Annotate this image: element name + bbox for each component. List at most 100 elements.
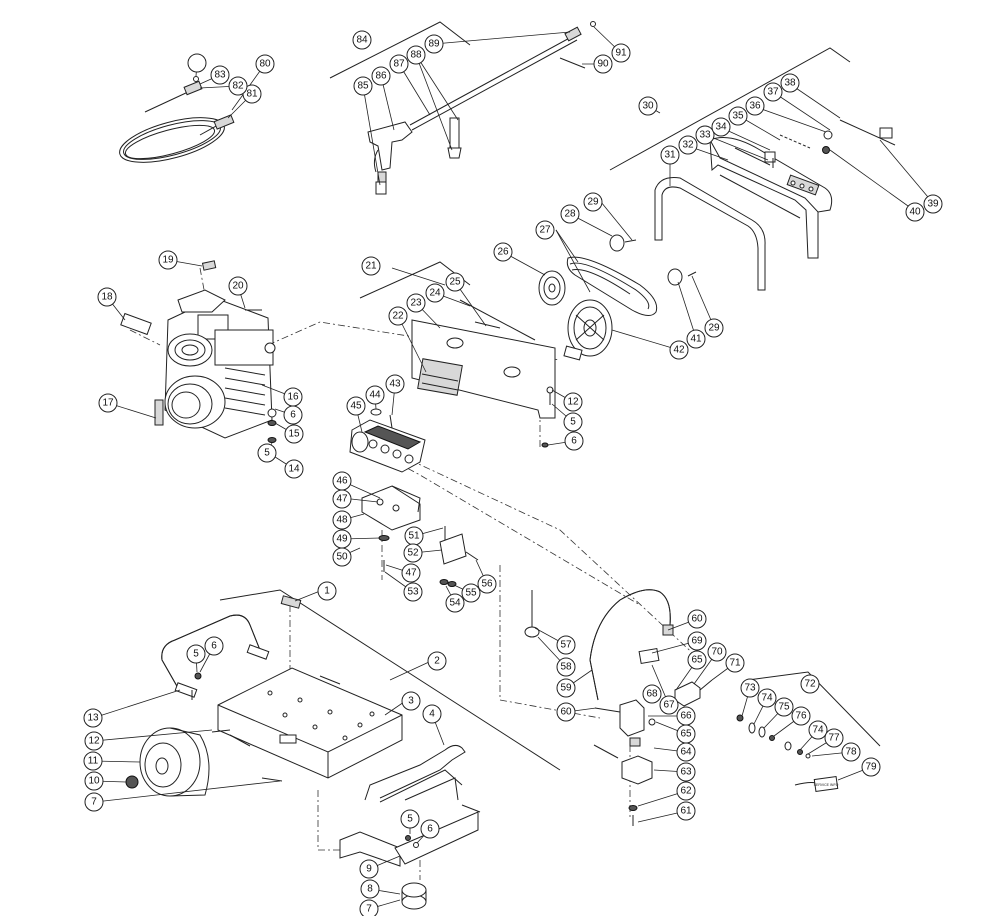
- svg-text:53: 53: [407, 587, 419, 598]
- svg-text:74: 74: [761, 693, 773, 704]
- svg-text:65: 65: [680, 729, 692, 740]
- svg-text:89: 89: [428, 39, 440, 50]
- callout-73: 73: [740, 678, 760, 698]
- svg-text:56: 56: [481, 579, 493, 590]
- svg-text:6: 6: [290, 410, 296, 421]
- svg-text:32: 32: [682, 140, 694, 151]
- callout-3: 3: [401, 691, 421, 711]
- callout-48: 48: [332, 510, 352, 530]
- callout-54: 54: [445, 593, 465, 613]
- svg-text:84: 84: [356, 35, 368, 46]
- svg-text:7: 7: [91, 797, 97, 808]
- svg-text:19: 19: [162, 255, 174, 266]
- callout-15: 15: [284, 424, 304, 444]
- callout-86: 86: [371, 66, 391, 86]
- callout-58: 58: [556, 657, 576, 677]
- callout-19: 19: [158, 250, 178, 270]
- svg-text:5: 5: [264, 448, 270, 459]
- callout-24: 24: [425, 283, 445, 303]
- svg-text:3: 3: [408, 696, 414, 707]
- svg-text:70: 70: [711, 647, 723, 658]
- svg-text:35: 35: [732, 111, 744, 122]
- svg-text:5: 5: [407, 814, 413, 825]
- callout-57: 57: [556, 635, 576, 655]
- callout-35: 35: [728, 106, 748, 126]
- callout-85: 85: [353, 76, 373, 96]
- svg-text:57: 57: [560, 640, 572, 651]
- callout-63: 63: [676, 762, 696, 782]
- svg-text:82: 82: [232, 81, 244, 92]
- callout-27: 27: [535, 220, 555, 240]
- callout-64: 64: [676, 742, 696, 762]
- callout-60: 60: [687, 609, 707, 629]
- svg-text:38: 38: [784, 78, 796, 89]
- svg-text:87: 87: [393, 59, 405, 70]
- svg-text:29: 29: [708, 323, 720, 334]
- callout-51: 51: [404, 526, 424, 546]
- svg-text:2: 2: [434, 656, 440, 667]
- callout-26: 26: [493, 242, 513, 262]
- svg-text:83: 83: [214, 70, 226, 81]
- mounting-plate: [411, 299, 583, 448]
- svg-text:23: 23: [410, 298, 422, 309]
- svg-text:68: 68: [646, 689, 658, 700]
- svg-text:28: 28: [564, 209, 576, 220]
- callout-47: 47: [332, 489, 352, 509]
- callout-2: 2: [427, 651, 447, 671]
- callout-29: 29: [704, 318, 724, 338]
- callout-31: 31: [660, 145, 680, 165]
- svg-text:6: 6: [427, 824, 433, 835]
- svg-text:31: 31: [664, 150, 676, 161]
- callout-5: 5: [257, 443, 277, 463]
- svg-text:60: 60: [691, 614, 703, 625]
- callout-32: 32: [678, 135, 698, 155]
- svg-text:9: 9: [366, 864, 372, 875]
- svg-text:61: 61: [680, 806, 692, 817]
- leader-lines: [92, 26, 934, 910]
- svg-text:21: 21: [365, 261, 377, 272]
- svg-text:59: 59: [560, 683, 572, 694]
- svg-text:34: 34: [715, 122, 727, 133]
- svg-text:11: 11: [88, 756, 99, 767]
- callout-50: 50: [332, 547, 352, 567]
- callout-33: 33: [695, 125, 715, 145]
- callout-67: 67: [659, 695, 679, 715]
- callout-23: 23: [406, 293, 426, 313]
- callout-79: 79: [861, 757, 881, 777]
- callout-45: 45: [346, 396, 366, 416]
- svg-text:18: 18: [101, 292, 113, 303]
- callout-29: 29: [583, 192, 603, 212]
- callouts: 1 2 3 4 5 5 5 5 6 6 6 6 7 7 7 8 9 10 11 …: [83, 30, 943, 916]
- svg-text:47: 47: [405, 568, 417, 579]
- svg-text:40: 40: [909, 207, 921, 218]
- svg-text:50: 50: [336, 552, 348, 563]
- callout-78: 78: [841, 742, 861, 762]
- callout-16: 16: [283, 387, 303, 407]
- callout-34: 34: [711, 117, 731, 137]
- svg-text:37: 37: [767, 87, 779, 98]
- svg-text:58: 58: [560, 662, 572, 673]
- callout-38: 38: [780, 73, 800, 93]
- spray-gun-and-wand: [367, 21, 596, 195]
- callout-65: 65: [676, 724, 696, 744]
- svg-text:25: 25: [449, 277, 461, 288]
- callout-11: 11: [83, 751, 103, 771]
- callout-12: 12: [84, 731, 104, 751]
- callout-14: 14: [284, 459, 304, 479]
- callout-7: 7: [84, 792, 104, 812]
- callout-18: 18: [97, 287, 117, 307]
- callout-46: 46: [332, 471, 352, 491]
- handle-and-foot: [339, 744, 481, 910]
- callout-83: 83: [210, 65, 230, 85]
- svg-text:54: 54: [449, 598, 461, 609]
- svg-text:91: 91: [615, 48, 627, 59]
- svg-text:62: 62: [680, 786, 692, 797]
- svg-text:45: 45: [350, 401, 362, 412]
- svg-text:85: 85: [357, 81, 369, 92]
- svg-text:10: 10: [88, 776, 100, 787]
- callout-61: 61: [676, 801, 696, 821]
- svg-text:17: 17: [102, 398, 114, 409]
- svg-text:71: 71: [729, 658, 741, 669]
- callout-56: 56: [477, 574, 497, 594]
- svg-text:27: 27: [539, 225, 551, 236]
